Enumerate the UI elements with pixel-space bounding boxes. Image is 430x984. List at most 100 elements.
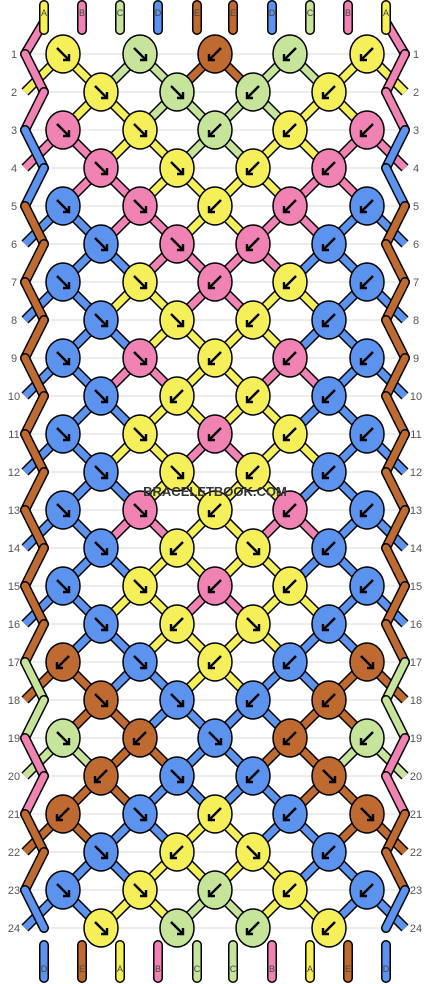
knot-arrow — [360, 579, 374, 593]
row-label-left: 21 — [8, 809, 20, 821]
knot-arrow — [360, 275, 374, 289]
knot-arrow — [56, 123, 70, 137]
knot-arrow — [56, 579, 70, 593]
row-label-right: 6 — [413, 239, 419, 251]
knot-arrow — [56, 807, 70, 821]
knot-arrow-head — [177, 92, 185, 100]
knot-arrow — [56, 883, 70, 897]
knot-arrow — [322, 693, 336, 707]
knot-arrow — [94, 617, 108, 631]
row-label-left: 10 — [8, 391, 20, 403]
knot-arrow-head — [63, 54, 71, 62]
knot-arrow-head — [169, 396, 177, 404]
knot — [197, 642, 233, 682]
row-label-left: 23 — [8, 885, 20, 897]
row-label-left: 3 — [11, 125, 17, 137]
knot — [83, 604, 119, 644]
row-label-right: 19 — [410, 733, 422, 745]
knot-arrow — [246, 389, 260, 403]
knot — [45, 338, 81, 378]
knot — [159, 72, 195, 112]
knot — [45, 262, 81, 302]
edge-strand — [21, 278, 48, 324]
knot-arrow-head — [207, 434, 215, 442]
knot-arrow — [246, 237, 260, 251]
knot-arrow — [56, 503, 70, 517]
knot — [45, 718, 81, 758]
knot-arrow-head — [215, 738, 223, 746]
knot-arrow — [208, 579, 222, 593]
row-label-left: 16 — [8, 619, 20, 631]
edge-strand — [21, 886, 48, 932]
knot-arrow-head — [132, 738, 140, 746]
knot — [197, 110, 233, 150]
knot-arrow-head — [282, 586, 290, 594]
knot-arrow-head — [140, 434, 148, 442]
knot-arrow-head — [245, 776, 253, 784]
knot-arrow — [246, 845, 260, 859]
knot-arrow — [94, 541, 108, 555]
edge-strand — [382, 240, 409, 286]
knot-arrow — [246, 617, 260, 631]
knot-arrow-head — [177, 244, 185, 252]
knot-arrow — [94, 237, 108, 251]
knot-arrow-head — [321, 244, 329, 252]
knots-layer — [45, 34, 385, 948]
knot-arrow-head — [207, 282, 215, 290]
knot — [349, 566, 385, 606]
row-label-left: 9 — [11, 353, 17, 365]
knot-arrow-head — [282, 434, 290, 442]
knot — [311, 756, 347, 796]
knot-arrow-head — [359, 54, 367, 62]
knot-arrow — [360, 807, 374, 821]
knot — [83, 832, 119, 872]
knot-arrow — [246, 465, 260, 479]
knot-arrow — [56, 655, 70, 669]
knot-arrow — [208, 503, 222, 517]
knot-arrow — [322, 617, 336, 631]
knot-arrow — [94, 845, 108, 859]
knot-arrow-head — [207, 586, 215, 594]
knot-arrow-head — [101, 244, 109, 252]
knot-arrow — [170, 389, 184, 403]
knot-arrow — [170, 465, 184, 479]
knot — [83, 148, 119, 188]
knot-arrow-head — [177, 472, 185, 480]
knot — [122, 870, 158, 910]
knot-arrow-head — [321, 700, 329, 708]
knot — [272, 262, 308, 302]
knot-arrow-head — [359, 738, 367, 746]
knot — [45, 642, 81, 682]
knot-arrow — [208, 883, 222, 897]
knot-arrow — [322, 237, 336, 251]
knot-arrow — [208, 731, 222, 745]
knot — [349, 338, 385, 378]
knot — [349, 718, 385, 758]
knot-arrow — [56, 199, 70, 213]
knot-arrow — [283, 883, 297, 897]
knot-arrow — [283, 427, 297, 441]
knot-arrow-head — [359, 282, 367, 290]
knot-arrow-head — [367, 814, 375, 822]
knot-arrow-head — [245, 700, 253, 708]
knot-arrow-head — [245, 320, 253, 328]
knot — [197, 414, 233, 454]
knot — [45, 110, 81, 150]
knot-arrow — [133, 47, 147, 61]
bottom-thread-label: D — [41, 964, 48, 974]
edge-strand — [382, 620, 409, 666]
knot — [45, 490, 81, 530]
top-thread-label: A — [41, 8, 47, 18]
knot-arrow-head — [321, 852, 329, 860]
knot — [235, 528, 271, 568]
knot — [122, 490, 158, 530]
knot-arrow-head — [101, 624, 109, 632]
knot — [122, 110, 158, 150]
edge-strand — [382, 734, 409, 780]
knot-arrow — [56, 275, 70, 289]
knot-arrow — [133, 351, 147, 365]
knot-arrow-head — [101, 852, 109, 860]
row-label-right: 17 — [410, 657, 422, 669]
edge-strand — [382, 772, 409, 818]
knot-arrow-head — [245, 244, 253, 252]
